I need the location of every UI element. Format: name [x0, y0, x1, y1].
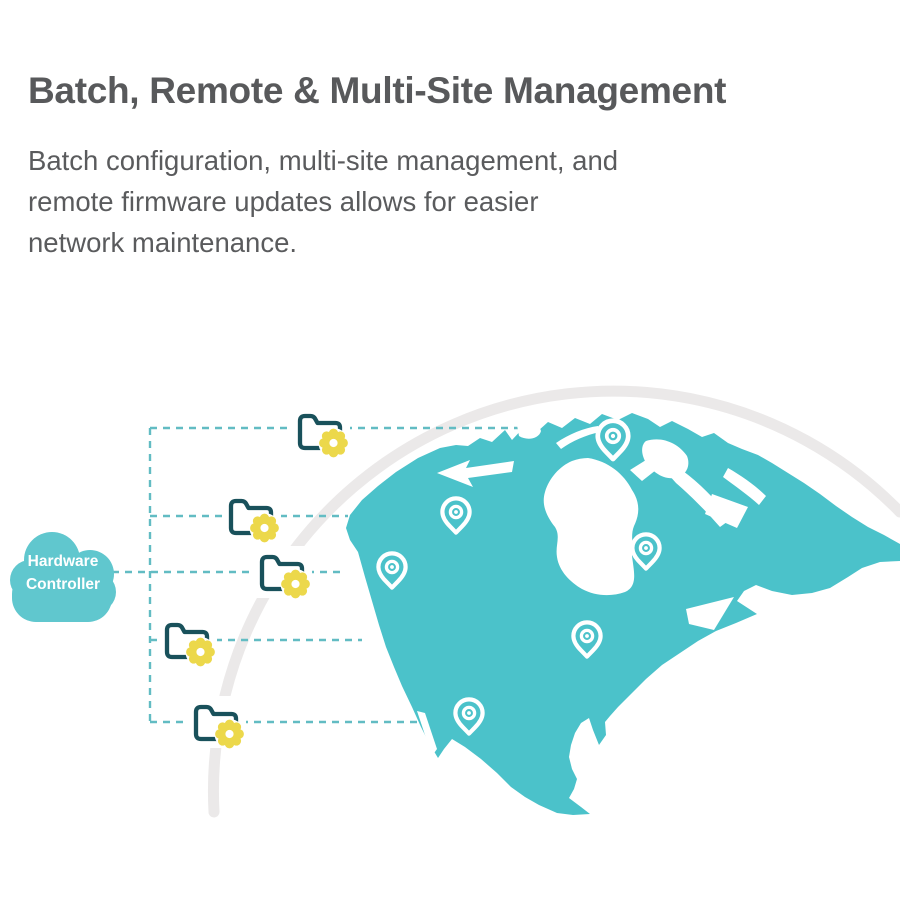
connector-lines	[112, 426, 530, 724]
hardware-controller-cloud: Hardware Controller	[10, 532, 116, 622]
site-folder-gear-icon-3	[254, 546, 312, 599]
site-folder-gear-icon-5	[188, 696, 246, 749]
site-folder-gear-icon-4	[159, 614, 217, 667]
cloud-label-line1: Hardware	[28, 553, 99, 570]
site-folder-gear-icon-2	[223, 490, 281, 543]
world-map	[346, 413, 900, 815]
cloud-label-line2: Controller	[26, 576, 100, 593]
map-water-cutouts	[417, 422, 766, 756]
globe-arc	[207, 385, 900, 818]
description-line-3: network maintenance.	[28, 227, 298, 258]
description-line-1: Batch configuration, multi-site manageme…	[28, 145, 619, 176]
page-description: Batch configuration, multi-site manageme…	[28, 140, 748, 263]
description-line-2: remote firmware updates allows for easie…	[28, 186, 539, 217]
site-folder-gear-icon-1	[292, 405, 350, 458]
map-landmass	[346, 413, 900, 815]
page-title: Batch, Remote & Multi-Site Management	[28, 70, 727, 111]
